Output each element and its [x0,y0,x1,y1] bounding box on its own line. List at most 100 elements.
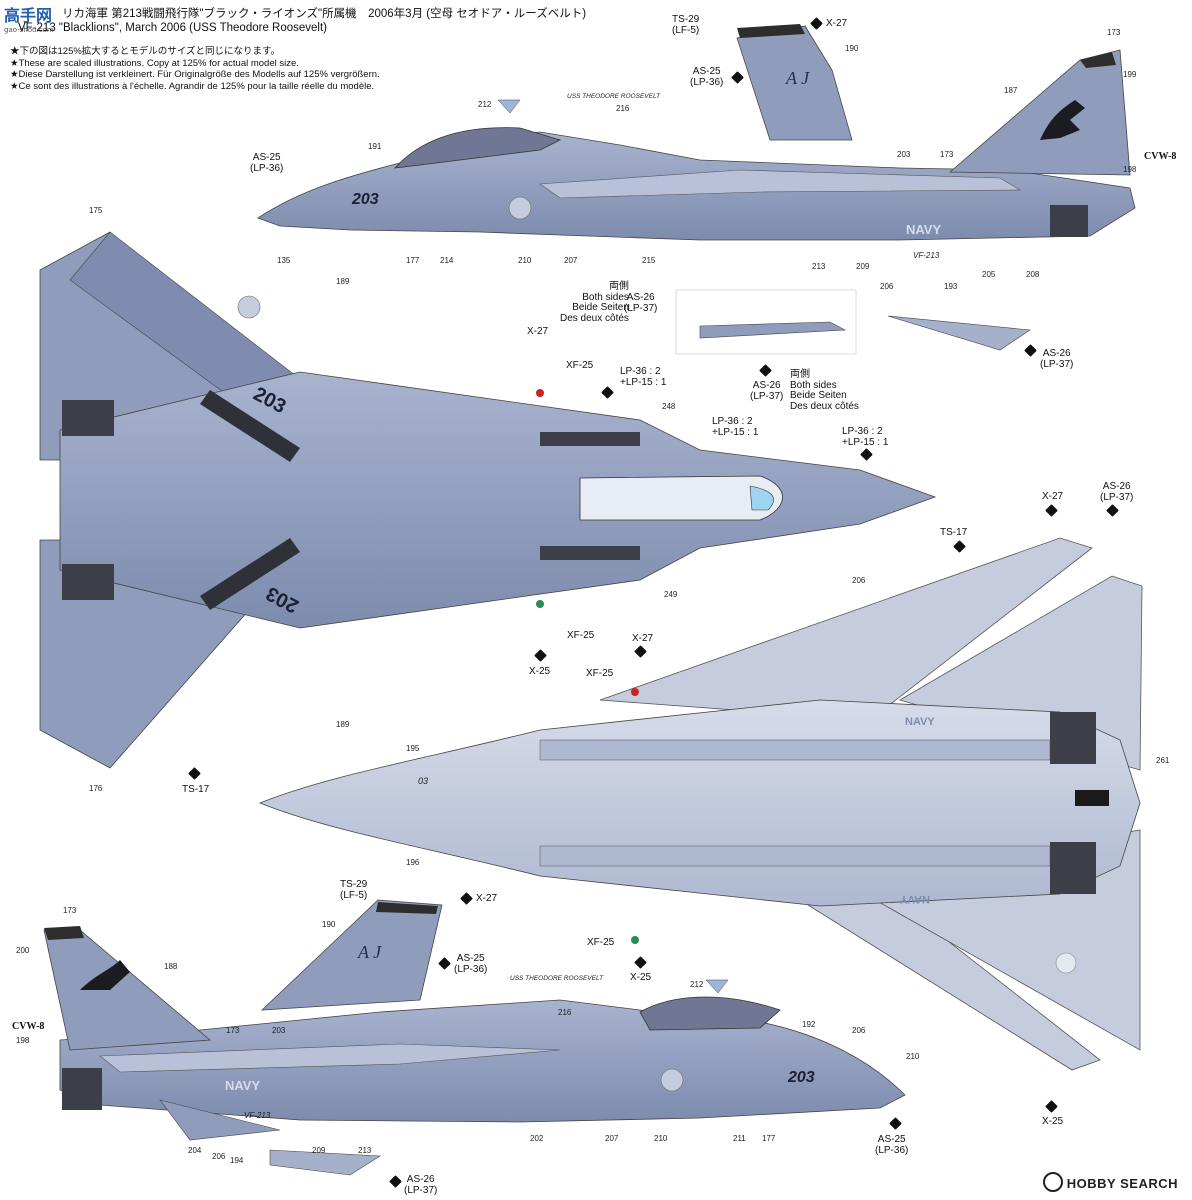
callout-ts17-left: TS-17 [182,784,210,795]
decal-number: 187 [1004,86,1018,95]
callout-lp-a: LP-36 : 2 +LP-15 : 1 [620,366,667,388]
callout-as26-right: AS-26 (LP-37) [1040,348,1074,370]
note-de: ★Diese Darstellung ist verkleinert. Für … [10,69,380,80]
callout-x27-red: X-27 [527,326,549,337]
decal-number: 213 [812,262,826,271]
decal-number: 189 [336,277,350,286]
callout-xf25-red: XF-25 [566,360,594,371]
squadron-top: VF-213 [913,251,940,260]
decal-number: 189 [336,720,350,729]
tail-code-top: A J [785,68,810,88]
callout-x27-top: X-27 [826,18,848,29]
note-fr: ★Ce sont des illustrations à l'échelle. … [10,80,375,92]
callout-xf25-red2: XF-25 [586,668,614,679]
callout-as26-mid: AS-26 (LP-37) [624,292,658,314]
decal-number: 191 [368,142,382,151]
decal-number: 209 [312,1146,326,1155]
top-side-profile: A J 203 NAVY VF-213 USS THEODORE ROOSEVE… [257,24,1136,260]
header: リカ海軍 第213戦闘飛行隊"ブラック・ライオンズ"所属機 2006年3月 (空… [14,8,586,35]
callout-x25-right: X-25 [1042,1116,1064,1127]
decal-number: 208 [1026,270,1040,279]
callout-x27-bottom: X-27 [476,893,498,904]
pylon-detail [675,289,1031,355]
callout-lp-c: LP-36 : 2 +LP-15 : 1 [842,426,889,448]
decal-number: 205 [982,270,996,279]
navy-bottom-bottom: NAVY [900,893,930,905]
decal-number: 216 [558,1008,572,1017]
decal-number: 194 [230,1156,244,1165]
decal-number: 173 [1107,28,1121,37]
decal-number: 188 [164,962,178,971]
modex-bottom-side: 203 [787,1069,815,1086]
decal-number: 195 [406,744,420,753]
decal-number: 206 [852,576,866,585]
decal-number: 199 [1123,70,1137,79]
decal-number: 212 [478,100,492,109]
callout-x25-green: X-25 [529,666,551,677]
callout-lp-b: LP-36 : 2 +LP-15 : 1 [712,416,759,438]
note-en: ★These are scaled illustrations. Copy at… [10,57,299,69]
navy-bottom-side: NAVY [225,1078,260,1093]
decal-number: 210 [518,256,532,265]
callout-as25-nose-bottom: AS-25 (LP-36) [875,1134,909,1156]
decal-number: 211 [733,1134,746,1143]
scale-notes: ★下の図は125%拡大するとモデルのサイズと同じになります。 ★These ar… [10,46,380,92]
decal-number: 173 [226,1026,240,1035]
decal-number: 248 [662,402,676,411]
callout-ts29-top: TS-29 (LF-5) [672,14,700,36]
squadron-bottom: VF-213 [244,1111,271,1120]
decal-number: 216 [616,104,630,113]
callout-ts17-right: TS-17 [940,527,968,538]
decal-number: 177 [406,256,420,265]
decal-number: 215 [642,256,656,265]
note-jp: ★下の図は125%拡大するとモデルのサイズと同じになります。 [10,46,281,57]
decal-number: 206 [852,1026,866,1035]
decal-number: 210 [654,1134,668,1143]
decal-number: 212 [690,980,704,989]
bottom-side-profile: A J NAVY VF-213 203 USS THEODORE ROOSEVE… [43,899,906,1176]
modex-bottom: 03 [418,776,428,786]
decal-number: 175 [89,206,103,215]
callout-as26-bottom: AS-26 (LP-37) [404,1174,438,1196]
decal-number: 214 [440,256,454,265]
navy-top: NAVY [906,222,941,237]
callout-as25-nose-top: AS-25 (LP-36) [250,152,284,174]
tail-code-bottom: A J [357,942,382,962]
decal-number: 200 [16,946,30,955]
decal-number: 198 [1123,165,1137,174]
decal-number: 193 [944,282,958,291]
decal-number: 203 [272,1026,286,1035]
decal-number: 190 [322,920,336,929]
decal-number: 192 [802,1020,816,1029]
ship-name-bottom: USS THEODORE ROOSEVELT [510,975,604,982]
callout-as25-fin-bottom: AS-25 (LP-36) [454,953,488,975]
decal-number: 261 [1156,756,1170,765]
bottom-plan-view: NAVY NAVY 03 [258,537,1143,1071]
decal-number: 204 [188,1146,202,1155]
watermark-logo-icon [1042,1172,1063,1192]
decal-number: 173 [63,906,77,915]
callout-x25-green2: X-25 [630,972,652,983]
decal-number: 190 [845,44,859,53]
decal-number: 135 [277,256,291,265]
navy-bottom-top: NAVY [905,716,935,728]
decal-number: 249 [664,590,678,599]
modex-top: 203 [351,191,379,208]
callout-as26-right2: AS-26 (LP-37) [1100,481,1134,503]
title-japanese: リカ海軍 第213戦闘飛行隊"ブラック・ライオンズ"所属機 2006年3月 (空… [62,8,587,20]
callout-as25-fin-top: AS-25 (LP-36) [690,66,724,88]
hobby-search-watermark: HOBBY SEARCH [1042,1172,1178,1192]
decal-number: 173 [940,150,954,159]
decal-number: 210 [906,1052,920,1061]
decal-number: 176 [89,784,103,793]
title-english: VF-213 "Blacklions", March 2006 (USS The… [18,22,328,34]
decal-number: 196 [406,858,420,867]
decal-number: 202 [530,1134,544,1143]
callout-ts29-bottom: TS-29 (LF-5) [340,879,368,901]
decal-number: 198 [16,1036,30,1045]
callout-xf25-green2: XF-25 [587,937,615,948]
decal-number: 206 [880,282,894,291]
decal-number: 207 [605,1134,619,1143]
